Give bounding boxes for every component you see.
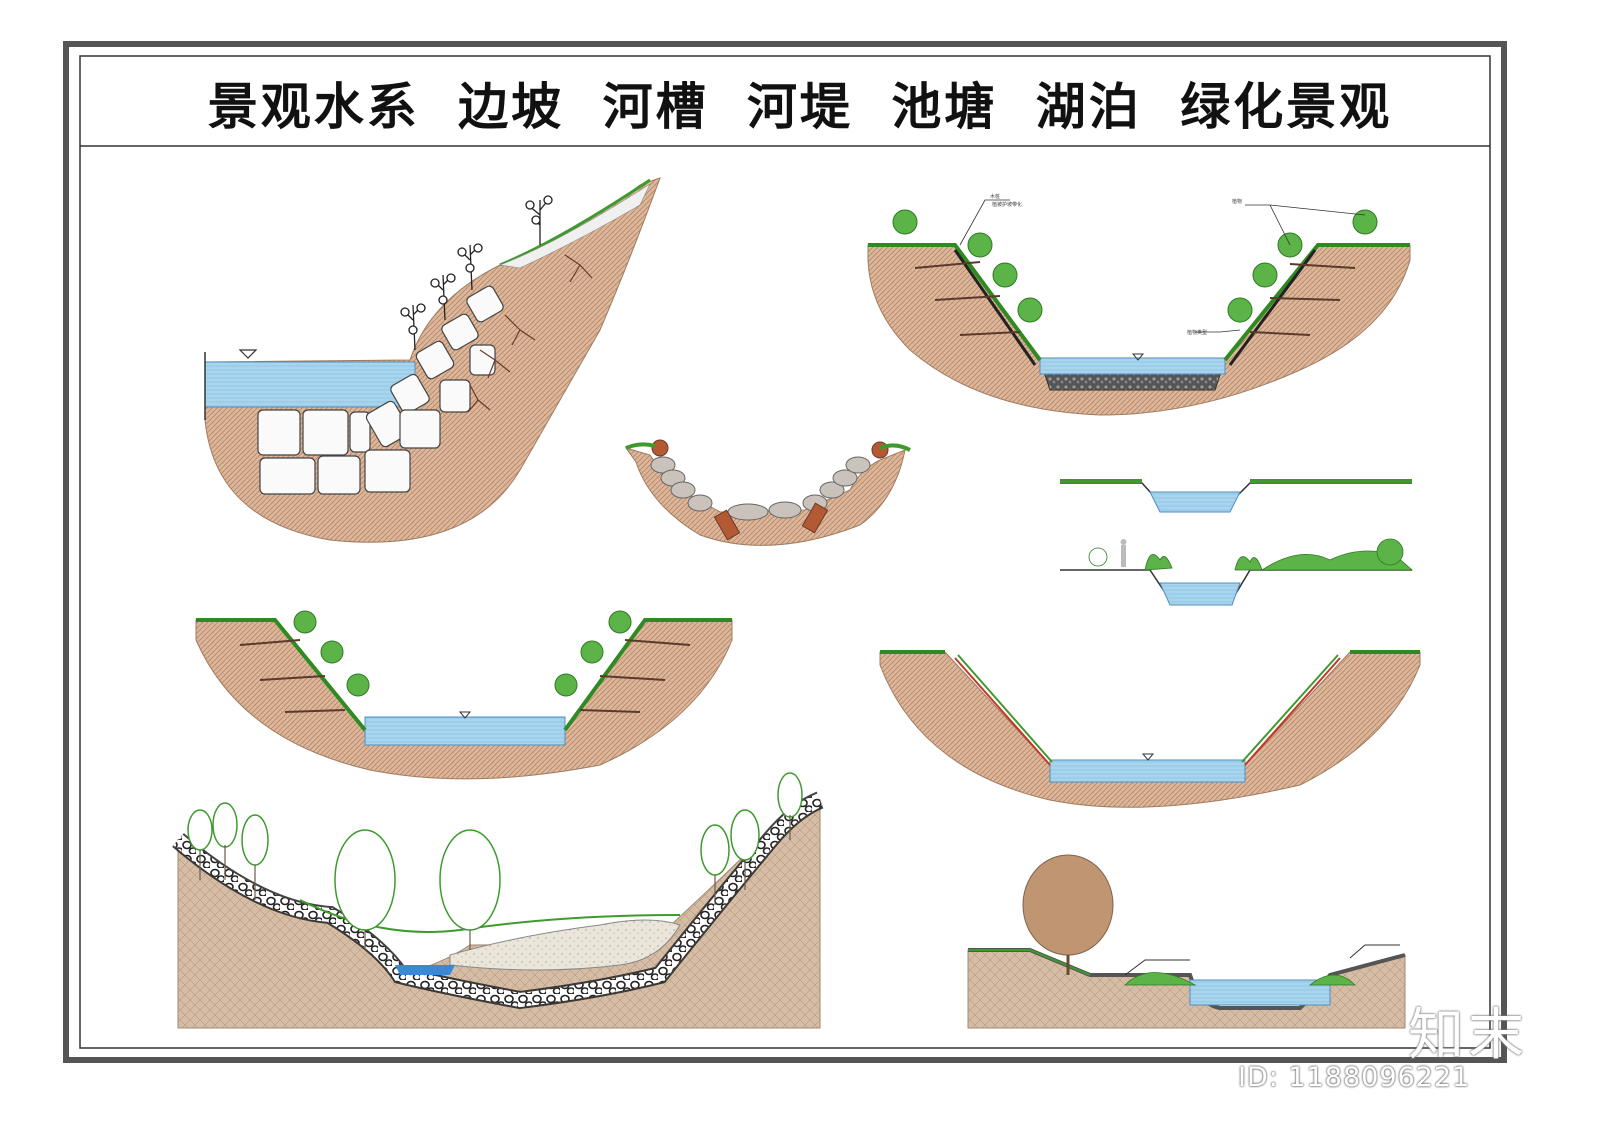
section-planted-channel: 木桩 植被护坡带化 植物 植物类型 [867, 193, 1411, 416]
outer-frame [63, 41, 1507, 1063]
section-valley-trees [172, 772, 824, 1029]
section-log-channel [624, 439, 911, 546]
image-id-label: ID: 1188096221 [1238, 1062, 1471, 1093]
annotation-a2: 植被护坡带化 [992, 201, 1022, 208]
section-naturalized-ditch [1060, 538, 1414, 606]
section-simple-ditch [1060, 479, 1412, 513]
section-mid-channel [195, 610, 733, 780]
inner-frame [79, 55, 1491, 1049]
annotation-a4: 植物类型 [1187, 329, 1207, 336]
section-right-channel [879, 650, 1421, 808]
page-title: 景观水系 边坡 河槽 河堤 池塘 湖泊 绿化景观 [207, 78, 1393, 136]
section-natural-pond [967, 854, 1406, 1029]
annotation-a1: 木桩 [990, 193, 1000, 200]
annotation-a3: 植物 [1232, 198, 1242, 205]
section-rock-slope [204, 177, 661, 543]
brand-watermark: 知末 [1408, 1003, 1528, 1068]
